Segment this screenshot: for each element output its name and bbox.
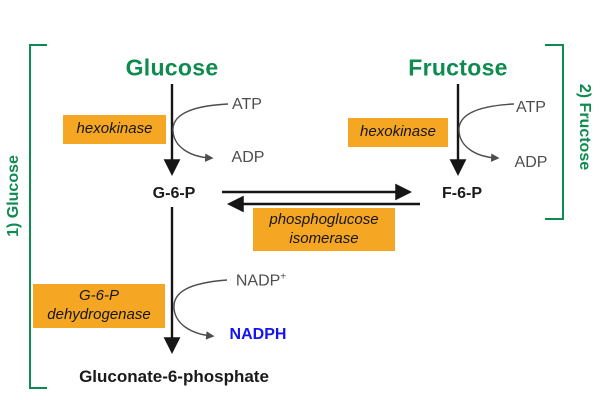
metabolite-f6p: F-6-P: [442, 185, 482, 202]
cofactor-atp-fructose: ATP: [516, 99, 546, 116]
curve-nadp-nadph: [173, 279, 228, 340]
metabolite-g6p: G-6-P: [152, 185, 196, 202]
enzyme-label-line2: dehydrogenase: [47, 306, 151, 323]
enzyme-box-g6p-dehydrogenase: G-6-P dehydrogenase: [33, 284, 165, 328]
enzyme-label-line1: phosphoglucose: [269, 210, 379, 228]
enzyme-label-line1: G-6-P: [78, 287, 119, 305]
enzyme-label: hexokinase: [360, 123, 436, 141]
cofactor-adp-fructose: ADP: [514, 154, 548, 171]
enzyme-label-line2: isomerase: [289, 229, 359, 247]
cofactor-nadph: NADPH: [229, 326, 287, 343]
right-section-bracket: [545, 44, 564, 220]
curve-atp-adp-fructose: [458, 103, 515, 162]
curve-atp-adp-glucose: [172, 103, 229, 162]
section-label-glucose: 1) Glucose: [5, 155, 22, 237]
enzyme-box-hexokinase-glucose: hexokinase: [63, 115, 166, 144]
cofactor-adp-glucose: ADP: [231, 149, 265, 166]
metabolite-gluconate-6-phosphate: Gluconate-6-phosphate: [79, 367, 269, 386]
enzyme-box-phosphoglucose-isomerase: phosphoglucose isomerase: [253, 208, 395, 251]
enzyme-label: hexokinase: [76, 120, 153, 138]
cofactor-nadp: NADP+: [235, 271, 287, 290]
substrate-glucose: Glucose: [125, 54, 219, 81]
section-label-fructose: 2) Fructose: [576, 83, 593, 171]
left-section-bracket: [29, 44, 47, 389]
substrate-fructose: Fructose: [408, 54, 508, 81]
cofactor-atp-glucose: ATP: [232, 96, 262, 113]
enzyme-box-hexokinase-fructose: hexokinase: [348, 118, 448, 147]
